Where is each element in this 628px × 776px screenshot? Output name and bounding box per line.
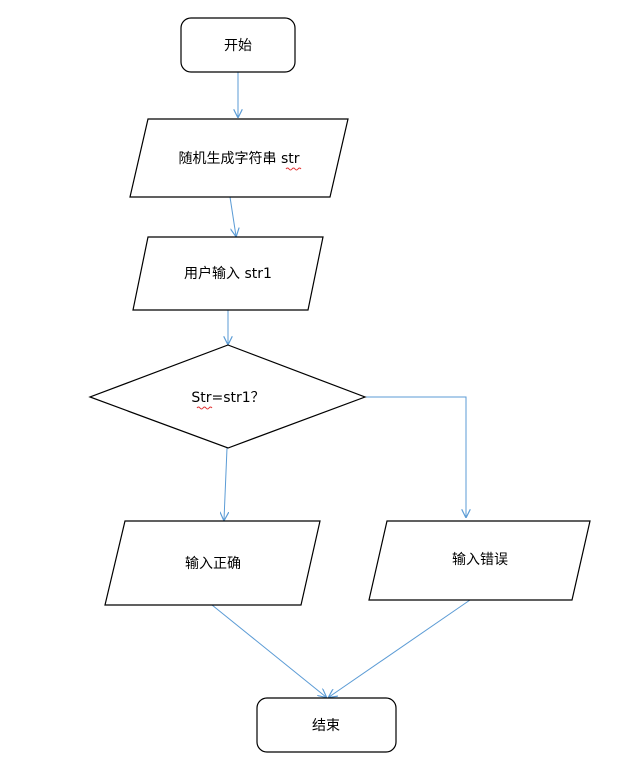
generate-string-label: 随机生成字符串 str — [179, 151, 300, 167]
compare-decision-node: Str=str1？ — [88, 344, 367, 449]
input-correct-node: 输入正确 — [104, 520, 321, 606]
input-wrong-shape — [368, 520, 591, 601]
compare-decision-label: Str=str1？ — [191, 390, 264, 406]
generate-string-shape — [129, 118, 349, 198]
start-label: 开始 — [224, 38, 252, 54]
spellcheck-underline — [285, 167, 302, 171]
user-input-label: 用户输入 str1 — [184, 265, 272, 282]
edge-generate-to-input — [229, 196, 236, 236]
end-label: 结束 — [312, 718, 340, 734]
spellcheck-underline — [196, 406, 213, 410]
input-wrong-node: 输入错误 — [368, 520, 591, 601]
end-shape — [256, 697, 397, 753]
edge-wrong-to-end — [329, 599, 471, 697]
end-node: 结束 — [256, 697, 397, 753]
connectors — [211, 72, 471, 697]
edge-compare-to-correct — [224, 447, 227, 520]
input-correct-shape — [104, 520, 321, 606]
user-input-node: 用户输入 str1 — [132, 236, 324, 311]
generate-string-node: 随机生成字符串 str — [129, 118, 349, 198]
user-input-shape — [132, 236, 324, 311]
start-shape — [180, 17, 296, 73]
compare-decision-shape — [88, 344, 367, 449]
input-correct-label: 输入正确 — [185, 556, 241, 572]
input-wrong-label: 输入错误 — [452, 552, 508, 568]
edge-correct-to-end — [211, 604, 326, 697]
start-node: 开始 — [180, 17, 296, 73]
edge-compare-to-wrong — [365, 396, 466, 517]
